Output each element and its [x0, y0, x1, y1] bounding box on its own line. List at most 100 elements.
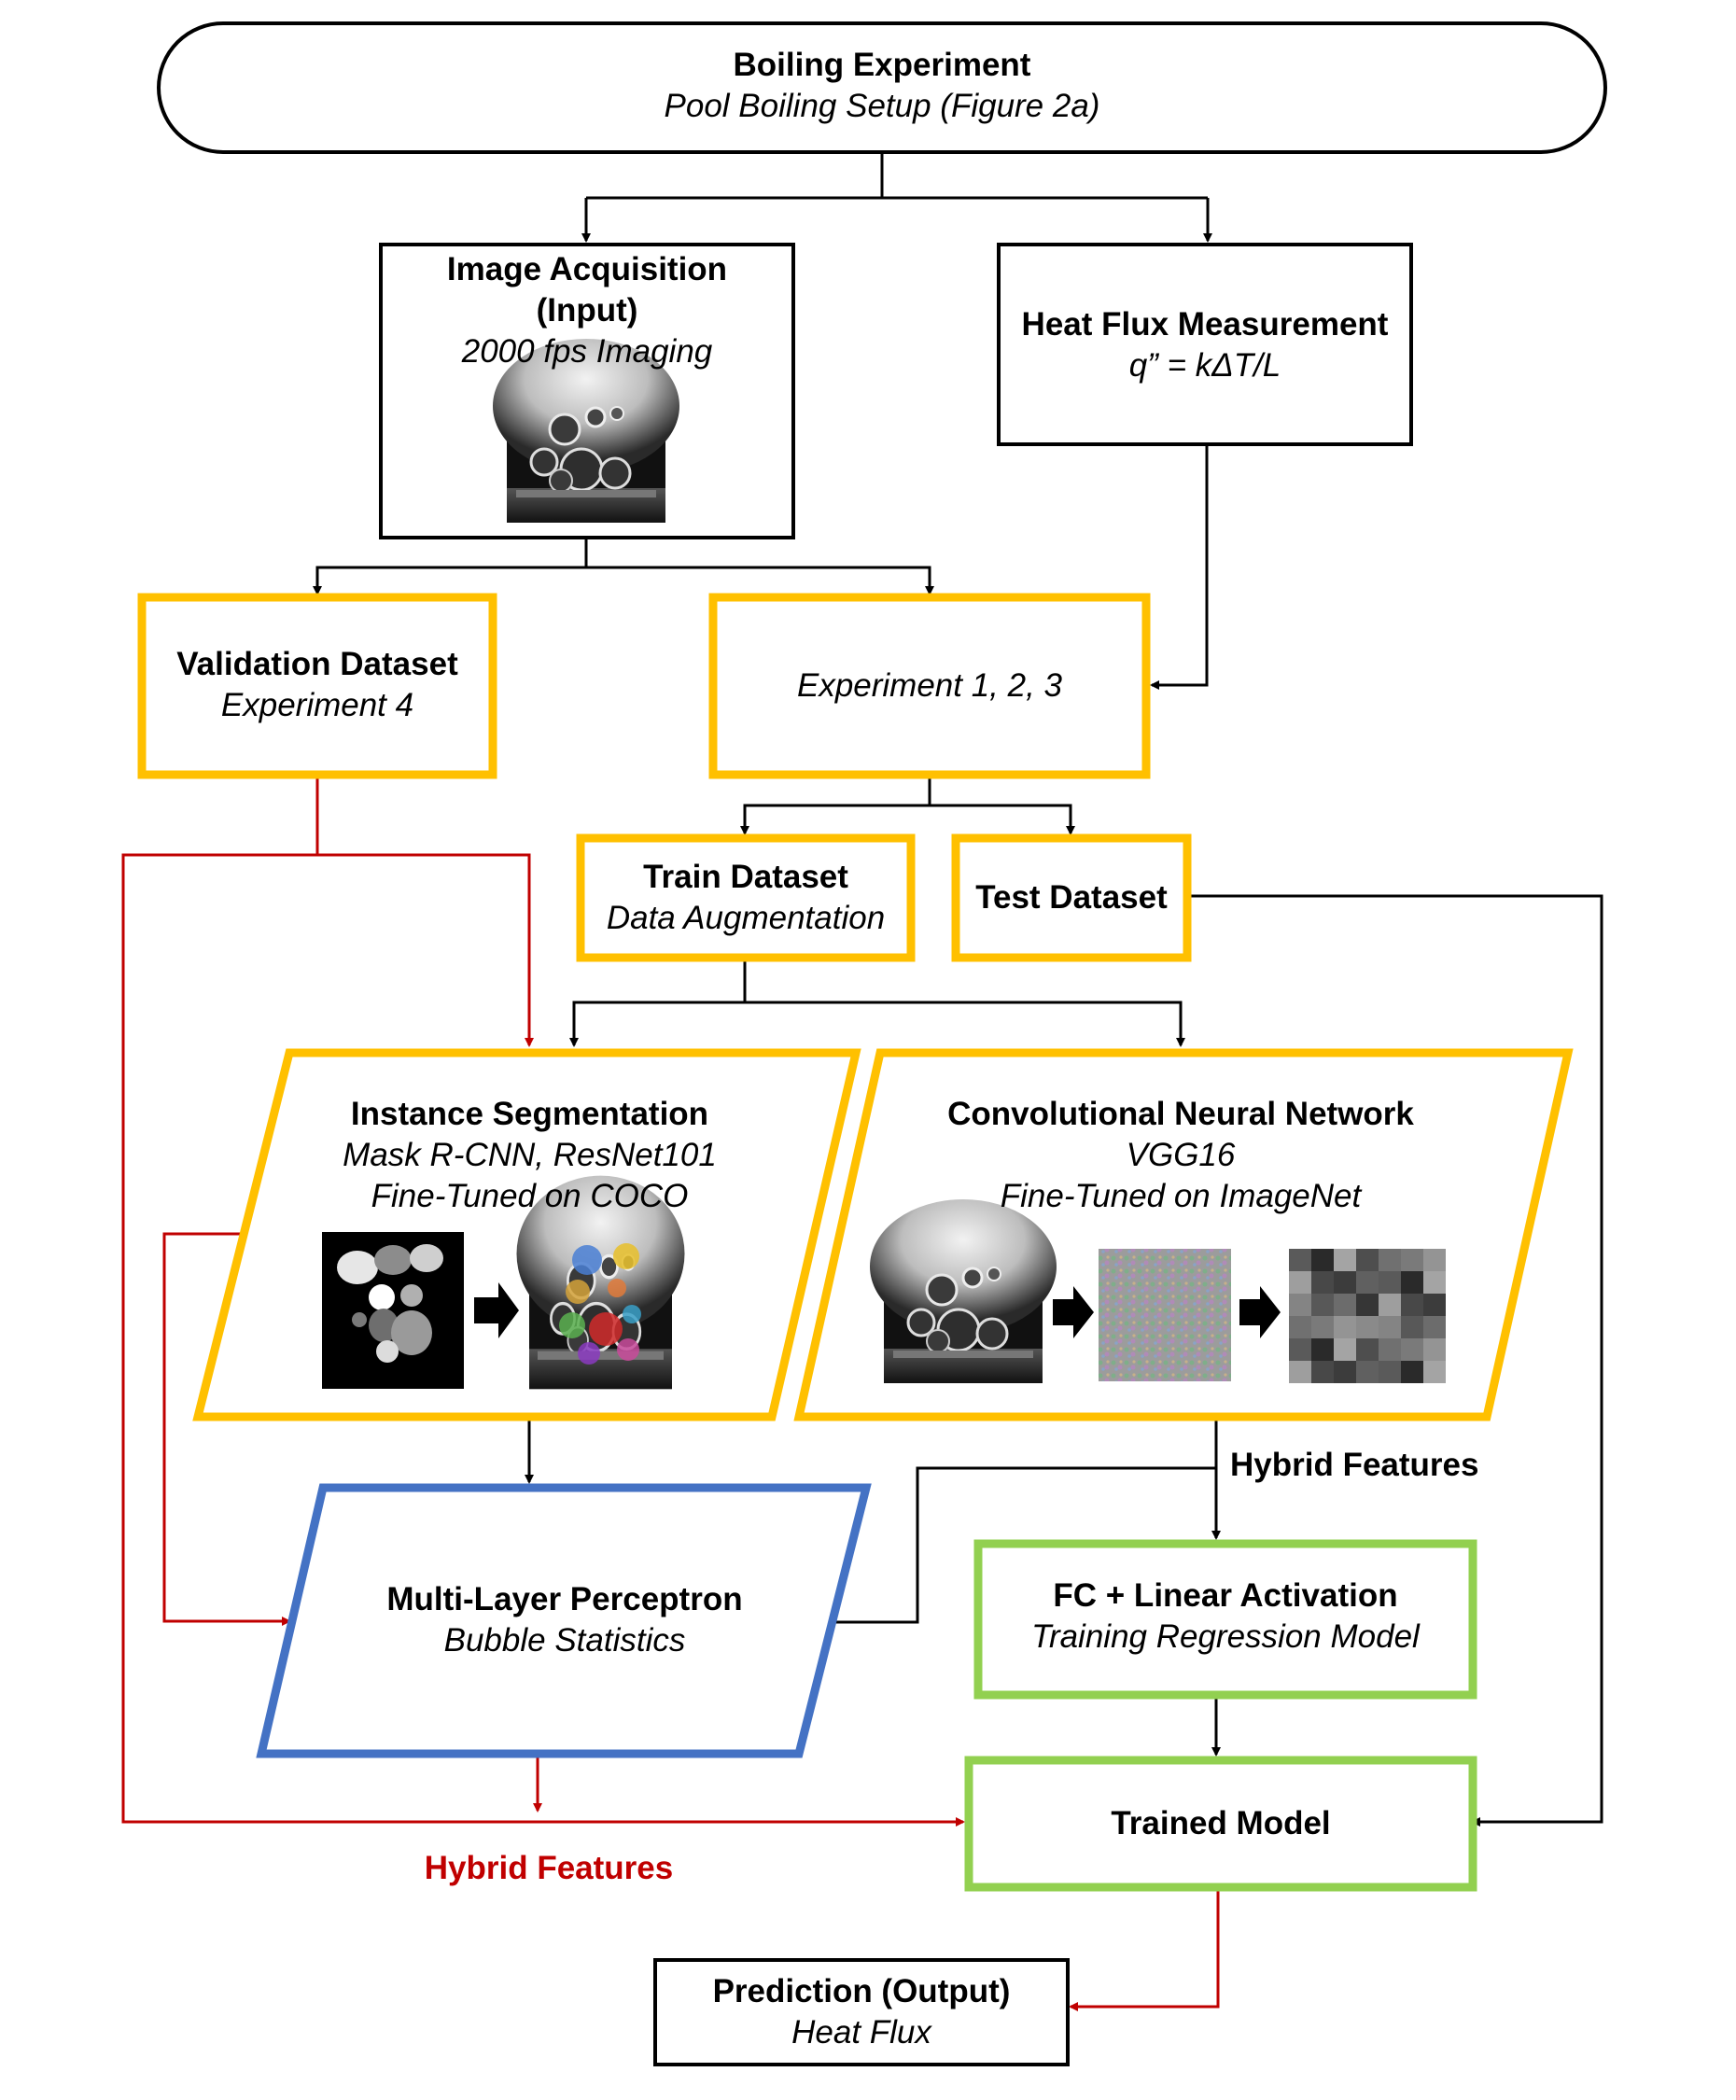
arrow-experiments-to-train [740, 777, 931, 835]
feature-filters-image [1099, 1249, 1231, 1381]
hybrid-features-label: Hybrid Features [1230, 1447, 1479, 1483]
segmentation-line1: Mask R-CNN, ResNet101 [343, 1137, 717, 1173]
cnn-line1: VGG16 [1126, 1137, 1236, 1173]
acquisition-title: Image Acquisition [446, 251, 728, 287]
feature-map-tile [1379, 1294, 1401, 1316]
fc-node [973, 1539, 1477, 1700]
feature-map-tile [1423, 1338, 1446, 1361]
validation-subtitle: Experiment 4 [220, 687, 414, 723]
feature-map-tile [1401, 1271, 1423, 1294]
feature-map-tile [1289, 1316, 1311, 1338]
feature-map-tile [1356, 1271, 1379, 1294]
boiling-subtitle: Pool Boiling Setup (Figure 2a) [664, 88, 1100, 124]
hybrid-features-red-label: Hybrid Features [424, 1850, 674, 1886]
experiments-node [708, 593, 1151, 779]
feature-map-tile [1311, 1316, 1334, 1338]
arrow-heatflux-to-experiments [1150, 446, 1209, 690]
cnn-arrow-icon-2 [1239, 1286, 1281, 1338]
train-subtitle: Data Augmentation [606, 900, 886, 936]
arrow-segmentation-to-mlp-red [162, 1232, 291, 1626]
seg-arrow-icon [474, 1282, 519, 1338]
feature-map-tile [1289, 1338, 1311, 1361]
feature-map-tile [1401, 1316, 1423, 1338]
feature-map-tile [1401, 1294, 1423, 1316]
feature-map-tile [1289, 1271, 1311, 1294]
prediction-node [653, 1958, 1070, 2066]
boiling-title: Boiling Experiment [733, 47, 1031, 83]
arrow-test-to-trained [1187, 894, 1603, 1827]
feature-map-tile [1334, 1361, 1356, 1383]
feature-map-tile [1356, 1249, 1379, 1271]
acquisition-subtitle: 2000 fps Imaging [461, 333, 713, 370]
feature-map-tile [1401, 1249, 1423, 1271]
fc-subtitle: Training Regression Model [1031, 1618, 1420, 1655]
feature-map-image [1289, 1249, 1446, 1383]
arrow-acquisition-to-validation [313, 539, 588, 595]
line-mlp-hybrid [829, 1466, 1216, 1624]
feature-map-tile [1334, 1316, 1356, 1338]
heatflux-title: Heat Flux Measurement [1021, 306, 1389, 343]
prediction-title: Prediction (Output) [712, 1973, 1011, 2009]
images [322, 337, 1446, 1391]
arrow-validation-to-trained [121, 853, 965, 1827]
feature-map-tile [1311, 1249, 1334, 1271]
feature-map-tile [1311, 1361, 1334, 1383]
feature-map-tile [1334, 1338, 1356, 1361]
mlp-subtitle: Bubble Statistics [443, 1622, 686, 1659]
feature-map-tile [1356, 1316, 1379, 1338]
acquisition-title-input: (Input) [536, 292, 638, 329]
shapes [137, 21, 1607, 2066]
segmentation-line2: Fine-Tuned on COCO [371, 1178, 689, 1214]
validation-title: Validation Dataset [176, 646, 458, 682]
feature-map-tile [1356, 1338, 1379, 1361]
boiling-experiment-node [157, 21, 1607, 154]
arrow-validation-to-segmentation [315, 777, 534, 1047]
trained-model-node [964, 1756, 1477, 1892]
arrow-boiling-to-branches [586, 154, 1208, 241]
arrow-train-to-segmentation [569, 959, 747, 1047]
feature-map-tile [1379, 1271, 1401, 1294]
heatflux-formula: q” = kΔT/L [1128, 347, 1281, 384]
cnn-line2: Fine-Tuned on ImageNet [1000, 1178, 1362, 1214]
feature-map-tile [1401, 1361, 1423, 1383]
feature-map-tile [1379, 1316, 1401, 1338]
arrow-acquisition-to-experiments [586, 566, 934, 595]
connectors [121, 154, 1603, 2011]
arrow-trained-to-prediction [1069, 1890, 1220, 2011]
test-title: Test Dataset [975, 879, 1168, 916]
feature-map-tile [1289, 1294, 1311, 1316]
segmentation-title: Instance Segmentation [350, 1096, 709, 1132]
feature-map-tile [1334, 1294, 1356, 1316]
train-title: Train Dataset [643, 859, 848, 895]
heat-flux-node [997, 243, 1413, 446]
arrow-train-to-cnn [745, 1001, 1185, 1047]
feature-map-tile [1423, 1361, 1446, 1383]
feature-map-tile [1311, 1338, 1334, 1361]
feature-map-tile [1311, 1271, 1334, 1294]
feature-map-tile [1379, 1249, 1401, 1271]
trained-title: Trained Model [1111, 1805, 1331, 1841]
fc-title: FC + Linear Activation [1053, 1577, 1398, 1614]
segmented-bubbles-image [514, 1173, 687, 1391]
test-dataset-node [951, 833, 1192, 962]
validation-dataset-node [137, 593, 497, 779]
feature-map-tile [1423, 1316, 1446, 1338]
cnn-title: Convolutional Neural Network [947, 1096, 1414, 1132]
feature-map-tile [1289, 1361, 1311, 1383]
cnn-arrow-icon-1 [1053, 1286, 1094, 1338]
mlp-title: Multi-Layer Perceptron [386, 1581, 743, 1617]
feature-map-tile [1379, 1361, 1401, 1383]
prediction-subtitle: Heat Flux [791, 2014, 931, 2051]
feature-map-tile [1401, 1338, 1423, 1361]
train-dataset-node [576, 833, 916, 962]
feature-map-tile [1356, 1361, 1379, 1383]
feature-map-tile [1423, 1249, 1446, 1271]
experiments-label: Experiment 1, 2, 3 [796, 667, 1063, 704]
feature-map-tile [1423, 1294, 1446, 1316]
feature-map-tile [1379, 1338, 1401, 1361]
feature-map-tile [1311, 1294, 1334, 1316]
feature-map-tile [1356, 1294, 1379, 1316]
feature-map-tile [1289, 1249, 1311, 1271]
feature-map-tile [1423, 1271, 1446, 1294]
